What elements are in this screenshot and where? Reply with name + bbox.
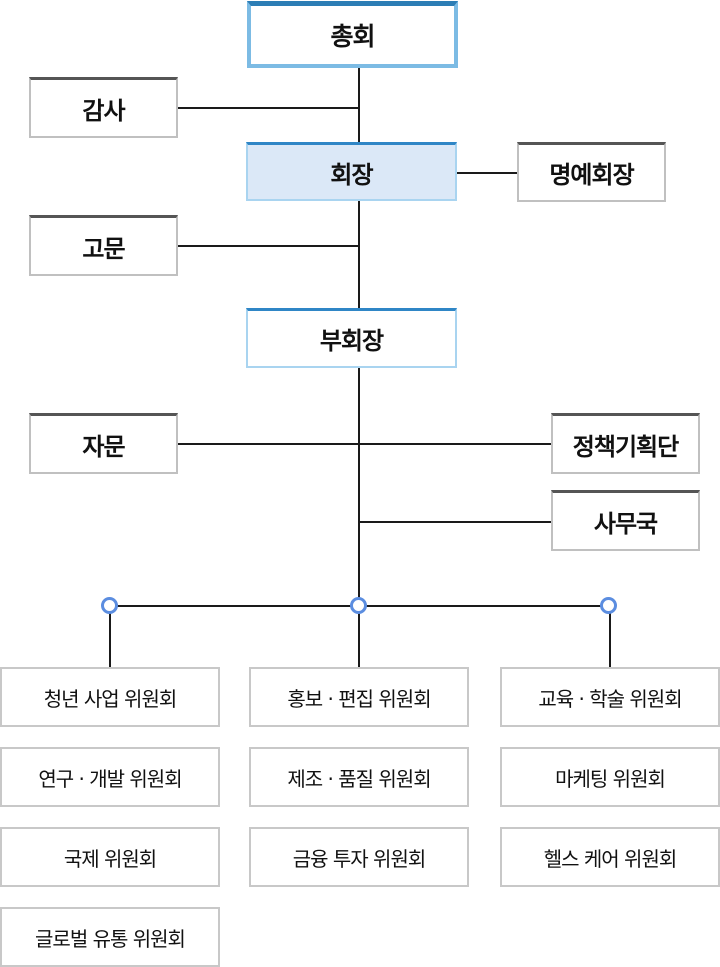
committee-box: 홍보 · 편집 위원회	[249, 667, 469, 727]
vice-chairman-box: 부회장	[246, 308, 457, 368]
consultation-label: 자문	[82, 432, 125, 461]
trunk-line-2	[358, 200, 360, 310]
secretariat-box: 사무국	[551, 490, 700, 551]
committee-box: 글로벌 유통 위원회	[0, 907, 220, 967]
policy-planning-label: 정책기획단	[572, 432, 679, 461]
committee-box: 헬스 케어 위원회	[500, 827, 720, 887]
committee-right-drop	[609, 612, 611, 668]
committee-box: 청년 사업 위원회	[0, 667, 220, 727]
committee-box: 교육 · 학술 위원회	[500, 667, 720, 727]
advisor-connector	[177, 245, 359, 247]
committee-label: 교육 · 학술 위원회	[538, 686, 682, 711]
committee-label: 제조 · 품질 위원회	[287, 766, 431, 791]
auditor-connector	[177, 107, 359, 109]
advisor-box: 고문	[29, 215, 178, 276]
consultation-box: 자문	[29, 413, 178, 474]
chairman-box: 회장	[246, 142, 457, 201]
committee-label: 금융 투자 위원회	[292, 846, 427, 871]
secretariat-label: 사무국	[593, 509, 658, 538]
committee-label: 청년 사업 위원회	[43, 686, 178, 711]
committee-left-drop	[109, 612, 111, 668]
advisor-label: 고문	[82, 234, 125, 263]
committee-label: 연구 · 개발 위원회	[38, 766, 182, 791]
auditor-label: 감사	[82, 96, 125, 125]
honorary-chairman-label: 명예회장	[549, 161, 634, 189]
node-dot-center	[350, 597, 367, 614]
committee-label: 홍보 · 편집 위원회	[287, 686, 431, 711]
trunk-line-1	[358, 67, 360, 144]
vice-chairman-label: 부회장	[319, 327, 384, 355]
general-assembly-label: 총회	[330, 22, 375, 51]
committee-box: 연구 · 개발 위원회	[0, 747, 220, 807]
committee-label: 글로벌 유통 위원회	[35, 926, 186, 951]
committee-label: 마케팅 위원회	[555, 766, 666, 791]
committee-box: 금융 투자 위원회	[249, 827, 469, 887]
auditor-box: 감사	[29, 77, 178, 138]
secretariat-connector	[358, 521, 552, 523]
general-assembly-box: 총회	[247, 1, 458, 68]
chairman-label: 회장	[330, 160, 373, 189]
node-dot-right	[600, 597, 617, 614]
committee-box: 제조 · 품질 위원회	[249, 747, 469, 807]
committee-box: 마케팅 위원회	[500, 747, 720, 807]
committee-center-drop	[358, 612, 360, 668]
committee-box: 국제 위원회	[0, 827, 220, 887]
committee-label: 헬스 케어 위원회	[543, 846, 678, 871]
trunk-line-3	[358, 367, 360, 603]
policy-planning-box: 정책기획단	[551, 413, 700, 474]
node-dot-left	[101, 597, 118, 614]
honorary-chairman-box: 명예회장	[517, 142, 666, 202]
honorary-connector	[456, 172, 518, 174]
committee-label: 국제 위원회	[63, 846, 157, 871]
consultation-connector	[177, 443, 552, 445]
